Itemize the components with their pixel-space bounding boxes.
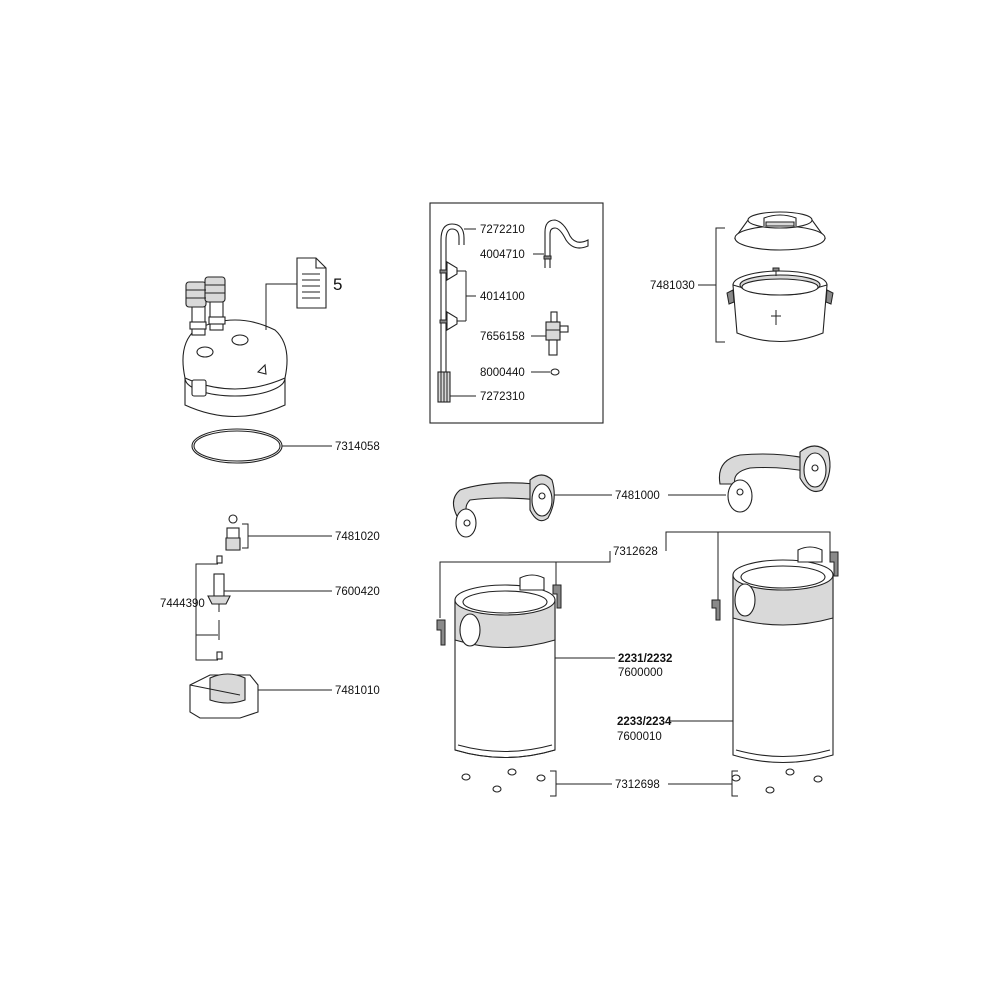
feet-large bbox=[731, 768, 823, 794]
part-number-filter-basket: 7481030 bbox=[650, 280, 695, 292]
part-number-impeller-cover: 7481010 bbox=[335, 685, 380, 697]
part-number-suction-cups: 4014100 bbox=[480, 291, 525, 303]
part-number-impeller-shaft: 7600420 bbox=[335, 586, 380, 598]
part-number-o-ring: 8000440 bbox=[480, 367, 525, 379]
feet-small bbox=[461, 768, 546, 793]
part-number-intake-strainer: 7272310 bbox=[480, 391, 525, 403]
part-number-canister-small: 7600000 bbox=[618, 667, 663, 679]
model-canister-large: 2233/2234 bbox=[617, 716, 672, 728]
tap bbox=[545, 311, 569, 356]
part-number-impeller: 7481020 bbox=[335, 531, 380, 543]
part-number-feet: 7312698 bbox=[615, 779, 660, 791]
part-number-impeller-axle-group: 7444390 bbox=[160, 598, 205, 610]
outlet-pipe bbox=[543, 219, 589, 268]
filter-basket bbox=[726, 211, 834, 343]
carry-handle-right bbox=[718, 445, 831, 513]
canister-small bbox=[436, 574, 562, 758]
part-number-canister-large: 7600010 bbox=[617, 731, 662, 743]
intake-pipe bbox=[439, 223, 465, 390]
suction-cups bbox=[446, 261, 466, 331]
o-ring bbox=[550, 368, 560, 376]
part-number-outlet-pipe: 4004710 bbox=[480, 249, 525, 261]
model-canister-small: 2231/2232 bbox=[618, 653, 672, 665]
impeller-cover bbox=[189, 673, 259, 719]
canister-large bbox=[711, 546, 839, 763]
carry-handle-left bbox=[452, 474, 555, 538]
pipe-set-frame bbox=[429, 202, 604, 424]
pump-head bbox=[182, 276, 288, 417]
part-number-carry-handle: 7481000 bbox=[615, 490, 660, 502]
impeller-shaft bbox=[207, 555, 231, 660]
part-number-intake-pipe: 7272210 bbox=[480, 224, 525, 236]
part-number-tap: 7656158 bbox=[480, 331, 525, 343]
seal-ring bbox=[191, 428, 283, 464]
part-number-seal-ring: 7314058 bbox=[335, 441, 380, 453]
intake-strainer bbox=[437, 371, 451, 403]
document-icon bbox=[296, 257, 327, 309]
impeller bbox=[225, 514, 241, 551]
part-number-clips: 7312628 bbox=[613, 546, 658, 558]
document-number: 5 bbox=[333, 275, 342, 294]
